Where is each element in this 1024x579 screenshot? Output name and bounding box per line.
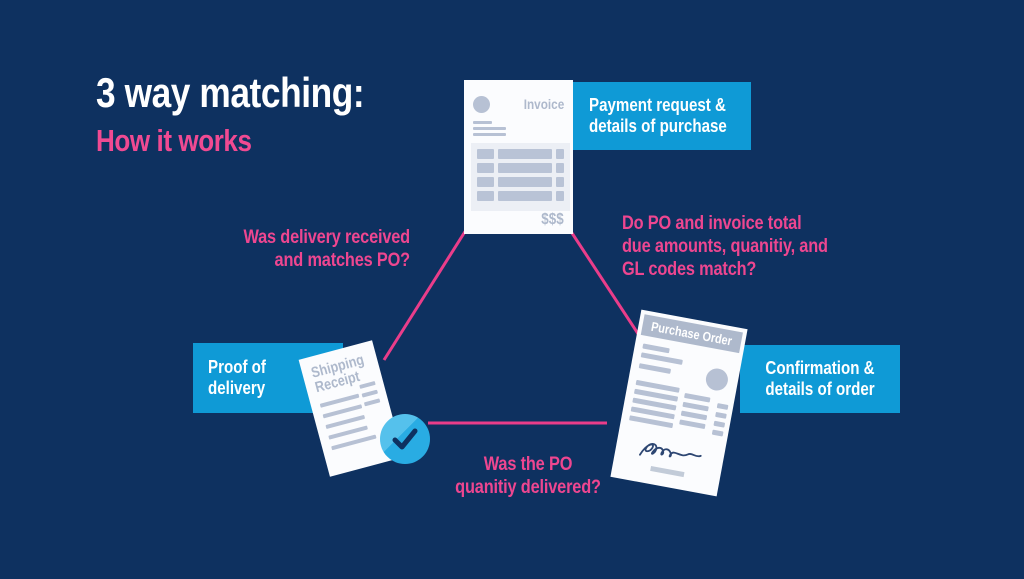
invoice-table-row [477, 163, 564, 173]
page-title: 3 way matching: [96, 70, 415, 116]
po-text-line [679, 419, 706, 430]
purchase-order-document: Purchase Order [610, 309, 748, 497]
proof-tag-line-1: Proof of [208, 356, 266, 377]
invoice-total-text: $$$ [541, 211, 564, 228]
po-text-line [680, 410, 708, 421]
invoice-tag-line-1: Payment request & [589, 94, 726, 115]
annotation-line: Do PO and invoice total [622, 213, 802, 234]
po-text-line [713, 420, 726, 428]
invoice-table-row [477, 177, 564, 187]
invoice-table-row [477, 191, 564, 201]
po-text-line [715, 411, 727, 419]
receipt-heading: Shipping Receipt [309, 350, 380, 396]
annotation-line: Was the PO [483, 454, 573, 475]
title-block: 3 way matching: How it works [96, 70, 415, 158]
invoice-line-items-table [471, 143, 570, 211]
po-tag-line-1: Confirmation & [765, 357, 875, 378]
receipt-detail-line [361, 389, 379, 398]
invoice-address-line [473, 133, 506, 136]
annotation-line: Was delivery received [243, 227, 410, 248]
check-icon [392, 428, 418, 450]
invoice-address-line [473, 121, 492, 124]
invoice-document: Invoice $$$ [464, 80, 573, 234]
po-tag-line-2: details of order [765, 379, 875, 399]
proof-tag-line-2: delivery [208, 378, 266, 398]
po-text-line [711, 429, 724, 437]
page-title-text: 3 way matching: [96, 69, 365, 116]
company-logo-circle-icon [473, 96, 490, 113]
invoice-heading: Invoice [516, 96, 564, 112]
annotation-line: quanitiy delivered? [455, 477, 601, 498]
po-address-line [642, 343, 670, 354]
invoice-total-amount: $$$ [537, 211, 564, 229]
invoice-table-row [477, 149, 564, 159]
annotation-line: and matches PO? [274, 250, 411, 271]
annotation-line: GL codes match? [622, 259, 757, 280]
po-address-line [638, 363, 672, 374]
invoice-receipt-connector-line [382, 229, 468, 361]
invoice-tag: Payment request & details of purchase [571, 82, 751, 150]
receipt-detail-line [363, 398, 381, 407]
page-subtitle-text: How it works [96, 123, 252, 158]
annotation-receipt-po: Was the PO quanitiy delivered? [415, 453, 640, 499]
delivery-check-badge [380, 414, 430, 464]
invoice-tag-line-2: details of purchase [589, 116, 727, 136]
invoice-heading-text: Invoice [523, 96, 564, 112]
annotation-invoice-receipt: Was delivery received and matches PO? [212, 226, 410, 272]
po-text-line [684, 392, 711, 403]
po-text-line [682, 401, 709, 412]
page-subtitle: How it works [96, 124, 415, 158]
po-address-line [640, 352, 683, 365]
po-logo-circle-icon [704, 366, 730, 393]
invoice-address-line [473, 127, 506, 130]
annotation-invoice-po: Do PO and invoice total due amounts, qua… [622, 212, 828, 281]
po-text-line [716, 403, 729, 410]
annotation-line: due amounts, quanitiy, and [622, 236, 828, 257]
purchase-order-tag: Confirmation & details of order [740, 345, 900, 413]
signature-icon [639, 443, 702, 458]
